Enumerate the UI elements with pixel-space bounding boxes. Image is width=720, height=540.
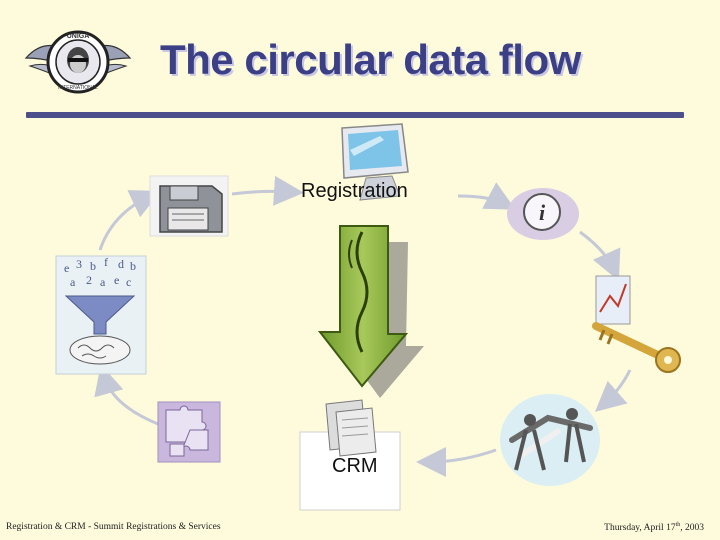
organization-logo: UNIGA INTERNATIONAL bbox=[24, 30, 132, 94]
svg-text:e: e bbox=[114, 273, 119, 287]
footer-date: Thursday, April 17th, 2003 bbox=[604, 522, 704, 533]
floppy-disk-icon bbox=[149, 175, 229, 237]
cycle-arrow-handshake-to-crm bbox=[416, 446, 497, 477]
computer-monitor-icon bbox=[341, 123, 409, 201]
svg-text:i: i bbox=[539, 200, 546, 225]
cycle-arrow-info-to-key bbox=[579, 230, 621, 281]
svg-text:b: b bbox=[90, 259, 96, 273]
handshake-icon bbox=[500, 394, 600, 486]
crm-label: CRM bbox=[332, 455, 378, 477]
svg-text:2: 2 bbox=[86, 273, 92, 287]
title-divider bbox=[26, 112, 684, 118]
document-tray-icon bbox=[299, 399, 401, 511]
footer-left: Registration & CRM - Summit Registration… bbox=[6, 522, 221, 532]
svg-text:UNIGA: UNIGA bbox=[67, 33, 90, 40]
svg-text:c: c bbox=[126, 275, 131, 289]
info-icon: i bbox=[507, 188, 579, 240]
svg-text:b: b bbox=[130, 259, 136, 273]
down-arrow-icon bbox=[317, 225, 424, 398]
registration-label: Registration bbox=[301, 180, 408, 202]
svg-text:INTERNATIONAL: INTERNATIONAL bbox=[58, 85, 98, 91]
cycle-arrow-key-to-handshake bbox=[594, 369, 632, 412]
cycle-arrow-puzzle-to-funnel bbox=[94, 364, 159, 426]
slide-title: The circular data flow bbox=[160, 36, 581, 83]
footer-date-prefix: Thursday, April 17 bbox=[604, 523, 676, 534]
svg-text:d: d bbox=[118, 257, 124, 271]
key-icon bbox=[592, 275, 681, 373]
svg-text:3: 3 bbox=[76, 257, 82, 271]
footer-date-suffix: , 2003 bbox=[680, 523, 704, 534]
svg-text:a: a bbox=[100, 275, 106, 289]
svg-text:a: a bbox=[70, 275, 76, 289]
cycle-arrow-registration-to-info bbox=[457, 182, 516, 210]
svg-text:f: f bbox=[104, 255, 108, 269]
cycle-arrow-funnel-to-floppy bbox=[98, 190, 161, 251]
puzzle-icon bbox=[157, 401, 221, 463]
svg-text:e: e bbox=[64, 261, 69, 275]
cycle-arrows bbox=[94, 175, 632, 477]
cycle-arrow-floppy-to-registration bbox=[231, 175, 304, 206]
footer-date-sup: th bbox=[675, 522, 681, 528]
